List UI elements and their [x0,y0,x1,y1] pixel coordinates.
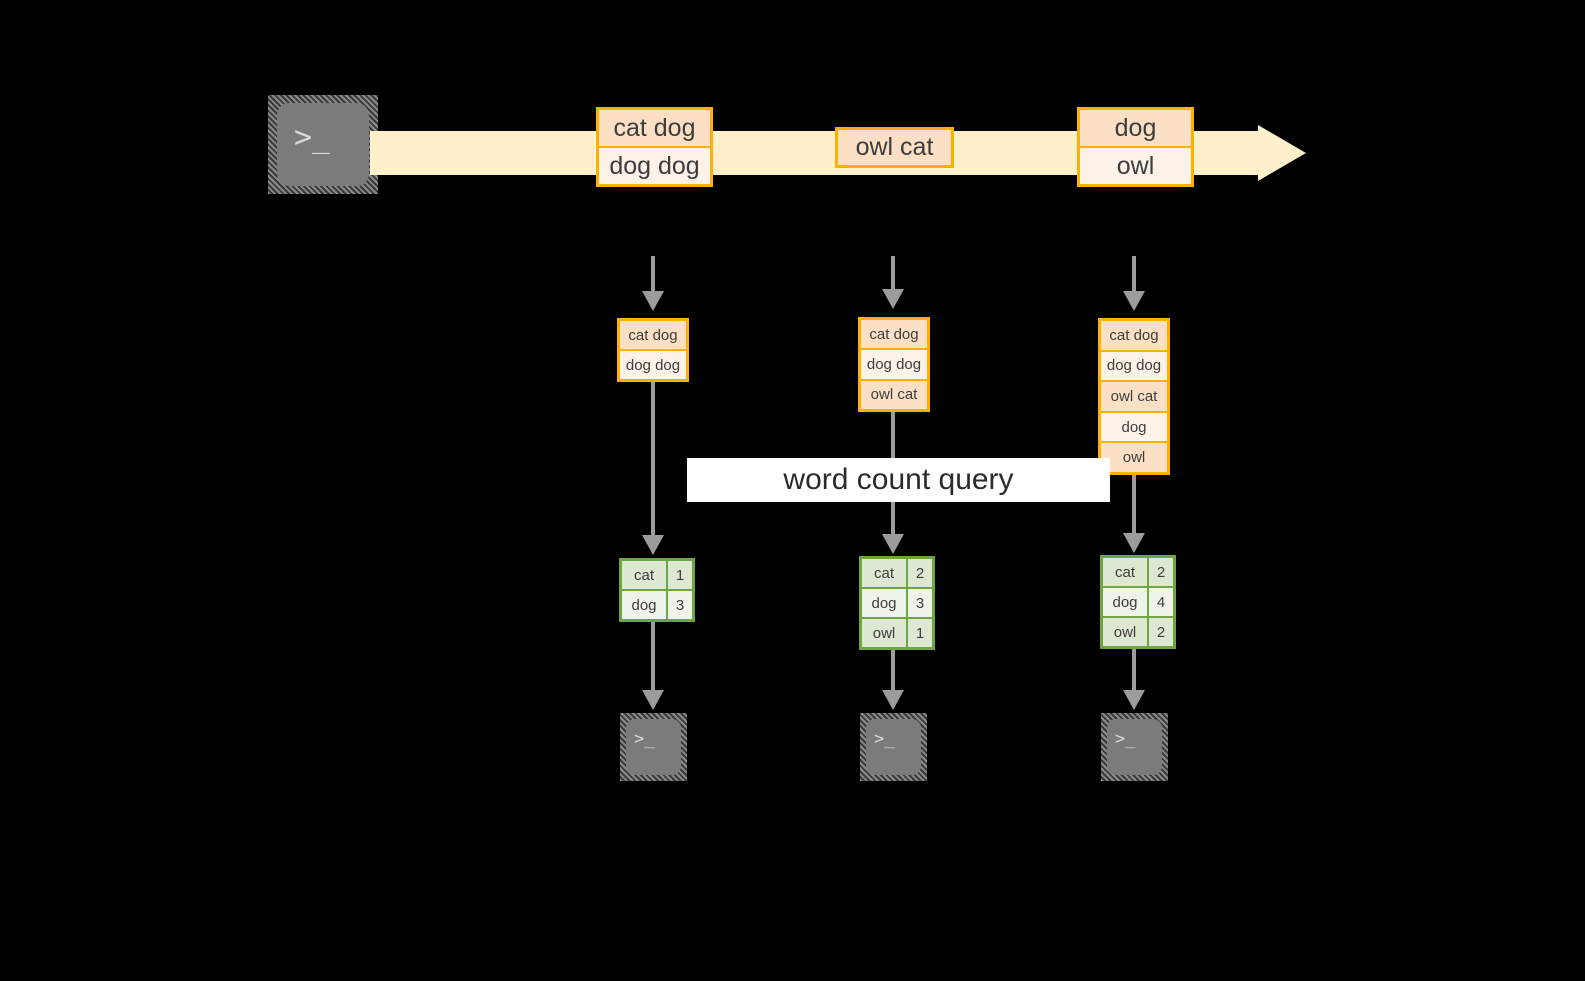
producer-terminal-icon: >_ [268,95,378,194]
query-flow-arrowhead [642,535,664,555]
sink-terminal-icon: >_ [1101,713,1168,781]
record-line: owl [1101,441,1167,472]
snapshot-record-stack: cat dog dog dog owl cat [858,317,930,412]
query-flow-arrowhead [1123,533,1145,553]
result-word: owl [872,624,896,642]
result-word: cat [1114,563,1135,581]
query-label-text: word count query [783,463,1014,496]
snapshot-tap-arrowhead [882,289,904,309]
result-count: 1 [906,619,932,647]
result-table: cat 1 dog 3 [619,558,695,622]
sink-flow-arrowhead [882,690,904,710]
stream-record: owl cat [835,127,954,168]
record-line: dog dog [861,348,927,379]
result-row: cat 2 [862,559,932,587]
query-flow-arrowhead [882,534,904,554]
stream-arrow-head [1258,125,1306,181]
sink-flow-line [651,622,655,692]
sink-terminal-icon: >_ [620,713,687,781]
record-line: cat dog [620,321,686,349]
stream-record: cat dog dog dog [596,107,713,187]
record-line: dog dog [620,349,686,379]
record-line: owl cat [838,130,951,165]
result-count: 3 [906,589,932,617]
sink-flow-arrowhead [1123,690,1145,710]
result-count: 2 [906,559,932,587]
result-row: cat 1 [622,561,692,589]
result-word: dog [631,596,657,614]
result-word: dog [871,594,897,612]
snapshot-record-stack: cat dog dog dog owl cat dog owl [1098,318,1170,475]
record-line: dog dog [599,146,710,184]
result-count: 4 [1147,588,1173,616]
sink-flow-line [1132,649,1136,692]
record-line: dog dog [1101,349,1167,381]
record-line: owl cat [861,378,927,409]
terminal-prompt-glyph: >_ [634,729,655,749]
result-table: cat 2 dog 3 owl 1 [859,556,935,650]
result-count: 2 [1147,618,1173,646]
terminal-screen [1107,719,1162,775]
result-row: dog 3 [622,589,692,619]
result-word: cat [873,564,894,582]
record-line: owl cat [1101,380,1167,411]
result-word: owl [1113,623,1137,641]
record-line: dog [1080,110,1191,146]
query-label-band: word count query [687,458,1110,502]
terminal-prompt-glyph: >_ [294,120,331,155]
snapshot-record-stack: cat dog dog dog [617,318,689,382]
query-flow-line [651,382,655,537]
record-line: cat dog [599,110,710,146]
record-line: cat dog [1101,321,1167,350]
result-count: 1 [666,561,692,589]
result-row: cat 2 [1103,558,1173,586]
result-row: dog 4 [1103,586,1173,616]
record-line: cat dog [861,320,927,349]
record-line: dog [1101,410,1167,442]
snapshot-tap-line [651,256,655,296]
result-word: cat [633,566,654,584]
snapshot-tap-arrowhead [1123,291,1145,311]
query-flow-line [1132,475,1136,535]
terminal-prompt-glyph: >_ [1115,729,1136,749]
terminal-screen [626,719,681,775]
sink-terminal-icon: >_ [860,713,927,781]
snapshot-tap-line [891,256,895,294]
terminal-screen [866,719,921,775]
snapshot-tap-line [1132,256,1136,296]
result-word: dog [1112,593,1138,611]
result-row: owl 2 [1103,616,1173,646]
snapshot-tap-arrowhead [642,291,664,311]
result-table: cat 2 dog 4 owl 2 [1100,555,1176,649]
stream-record: dog owl [1077,107,1194,187]
result-count: 2 [1147,558,1173,586]
terminal-prompt-glyph: >_ [874,729,895,749]
result-row: owl 1 [862,617,932,647]
sink-flow-line [891,650,895,692]
result-row: dog 3 [862,587,932,617]
record-line: owl [1080,146,1191,184]
terminal-screen [277,103,369,186]
sink-flow-arrowhead [642,690,664,710]
result-count: 3 [666,591,692,619]
